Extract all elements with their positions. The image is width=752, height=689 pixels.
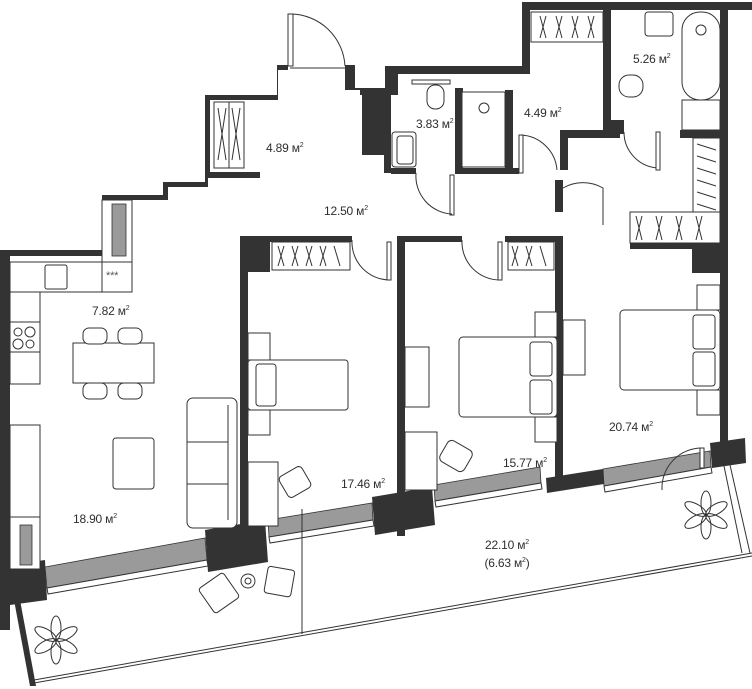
room-label-laundry: 4.49 м2 <box>524 106 562 120</box>
bedroom2-furniture <box>404 311 558 491</box>
room-label-kitchen: 7.82 м2 <box>92 304 130 318</box>
room-label-living: 18.90 м2 <box>73 512 117 526</box>
room-label-corridor: 12.50 м2 <box>324 204 368 218</box>
interior-walls <box>230 10 728 536</box>
kitchen-fixtures <box>9 261 155 400</box>
terrace-outline <box>14 464 752 686</box>
master-furniture <box>562 284 721 416</box>
interior-doors <box>351 131 705 491</box>
room-label-bedroom2: 15.77 м2 <box>503 456 547 470</box>
room-label-bathroom: 5.26 м2 <box>633 52 671 66</box>
terrace-area: 22.10 м2 <box>485 538 529 552</box>
living-furniture <box>9 397 238 570</box>
room-label-wc: 3.83 м2 <box>416 117 454 131</box>
room-label-bedroom1: 17.46 м2 <box>341 477 385 491</box>
terrace-furniture <box>34 490 728 665</box>
facade <box>10 438 746 605</box>
bedroom1-furniture <box>247 332 349 527</box>
terrace-reduced-area: (6.63 м2) <box>484 556 530 570</box>
bathroom-fixtures <box>391 11 721 168</box>
wardrobes <box>101 11 721 271</box>
entry-door <box>287 13 346 69</box>
hob-marker-icon: *** <box>106 270 119 282</box>
room-label-terrace: 22.10 м2 (6.63 м2) <box>472 535 542 571</box>
room-label-hall: 4.89 м2 <box>266 141 304 155</box>
room-label-master: 20.74 м2 <box>609 420 653 434</box>
